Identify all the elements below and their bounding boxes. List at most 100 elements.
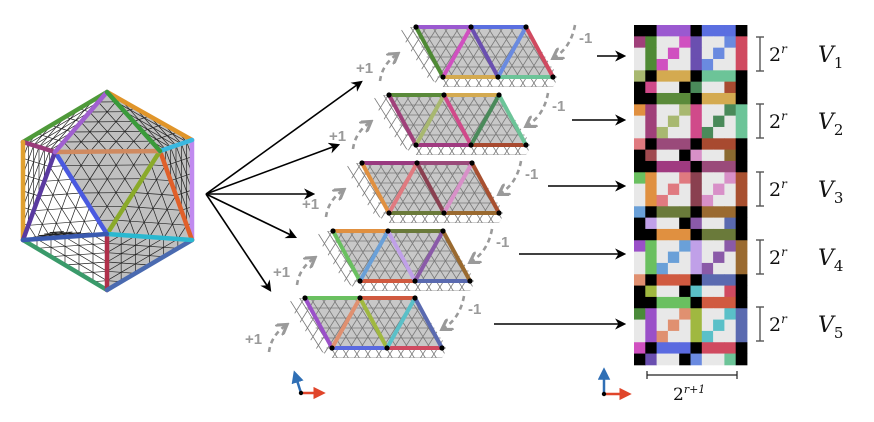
matrix-cell [645, 81, 657, 94]
matrix-cell [690, 342, 703, 354]
matrix-cell [634, 330, 646, 343]
matrix-cell [645, 342, 657, 354]
matrix-cell [634, 115, 646, 128]
matrix-cell [701, 104, 714, 117]
shift-down-label: -1 [525, 166, 538, 183]
matrix-cell [690, 353, 703, 366]
block-height-label: 2r [769, 42, 788, 66]
matrix-cell [724, 262, 737, 275]
matrix-cell [701, 308, 714, 320]
matrix-cell [667, 274, 680, 286]
strip-vertex [302, 295, 308, 301]
matrix-cell [701, 92, 714, 105]
shift-down-label: -1 [552, 98, 565, 115]
matrix-cell [701, 58, 714, 71]
matrix-cell [656, 228, 669, 241]
matrix-cell [679, 172, 691, 185]
strip-vertex [412, 278, 418, 284]
block-height-label: 2r [769, 177, 788, 201]
matrix-cell [724, 228, 737, 241]
strip-vertex [439, 345, 445, 351]
matrix-cell [713, 92, 725, 105]
matrix-cell [667, 240, 680, 252]
matrix-cell [667, 92, 680, 105]
axes-icon-right [597, 367, 632, 401]
matrix-cell [724, 251, 737, 264]
strip-vertex [413, 142, 419, 148]
block-name-label: V4 [818, 246, 843, 275]
matrix-cell [667, 58, 680, 71]
shift-up-arrow-icon [267, 326, 285, 353]
strip-vertex [441, 210, 447, 216]
matrix-cell [713, 330, 725, 343]
matrix-cell [667, 172, 680, 185]
matrix-cell [634, 70, 646, 83]
matrix-cell [645, 160, 657, 173]
matrix-cell [645, 115, 657, 128]
matrix-cell [667, 115, 680, 128]
strip-diagonal-edge [469, 26, 500, 78]
matrix-cell [701, 319, 714, 332]
icosahedron-edge [104, 89, 195, 143]
matrix-cell [690, 138, 703, 151]
matrix-cell [634, 240, 646, 252]
matrix-cell [701, 138, 714, 151]
matrix-cell [645, 138, 657, 151]
projection-arrows [205, 80, 363, 292]
matrix-cell [701, 172, 714, 185]
matrix-cell [667, 330, 680, 343]
matrix-cell [713, 296, 725, 309]
matrix-cell [701, 296, 714, 309]
strip-vertex [412, 295, 418, 301]
matrix-cell [724, 285, 737, 298]
matrix-cell [690, 47, 703, 60]
icosahedron-edge [52, 89, 110, 155]
strip-2 [372, 92, 532, 155]
shift-up-label: +1 [273, 264, 290, 281]
matrix-cell [667, 25, 680, 37]
strip-vertex [414, 160, 420, 166]
matrix-cell [656, 115, 669, 128]
matrix-cell [679, 296, 691, 309]
matrix-cell [645, 47, 657, 60]
matrix-cell [656, 172, 669, 185]
matrix-cell [656, 342, 669, 354]
matrix-cell [634, 36, 646, 49]
axes-icon-middle [291, 370, 326, 400]
matrix-cell [679, 160, 691, 173]
strip-vertex [469, 160, 475, 166]
matrix-cell [634, 274, 646, 286]
matrix-cell [667, 81, 680, 94]
matrix-cell [690, 104, 703, 117]
strip-diagonal-edge [469, 94, 501, 146]
icosahedron-edge [52, 148, 163, 155]
width-label: 2r+1 [673, 383, 705, 405]
shift-down-label: -1 [468, 301, 481, 318]
matrix-cell [656, 330, 669, 343]
strip-vertex [386, 210, 392, 216]
matrix-cell [713, 160, 725, 173]
matrix-cell [634, 160, 646, 173]
matrix-cell [634, 206, 646, 219]
strip-diagonal-edge [303, 297, 334, 349]
matrix-cell [724, 217, 737, 230]
matrix-cell [645, 228, 657, 241]
matrix-cell [724, 308, 737, 320]
matrix-cell [713, 308, 725, 320]
matrix-cell [667, 70, 680, 83]
matrix-cell [690, 149, 703, 162]
matrix-cell [679, 81, 691, 94]
matrix-cell [724, 274, 737, 286]
block-height-label: 2r [769, 245, 788, 269]
strip-diagonal-edge [360, 162, 391, 214]
matrix-cell [735, 194, 748, 207]
matrix-cell [645, 58, 657, 71]
icosahedron-edge [157, 148, 195, 243]
strip-vertex [496, 92, 502, 98]
matrix-cell [656, 47, 669, 60]
matrix-cell [713, 25, 725, 37]
strip-diagonal-edge [441, 26, 473, 78]
matrix-cell [713, 285, 725, 298]
matrix-cell [679, 262, 691, 275]
